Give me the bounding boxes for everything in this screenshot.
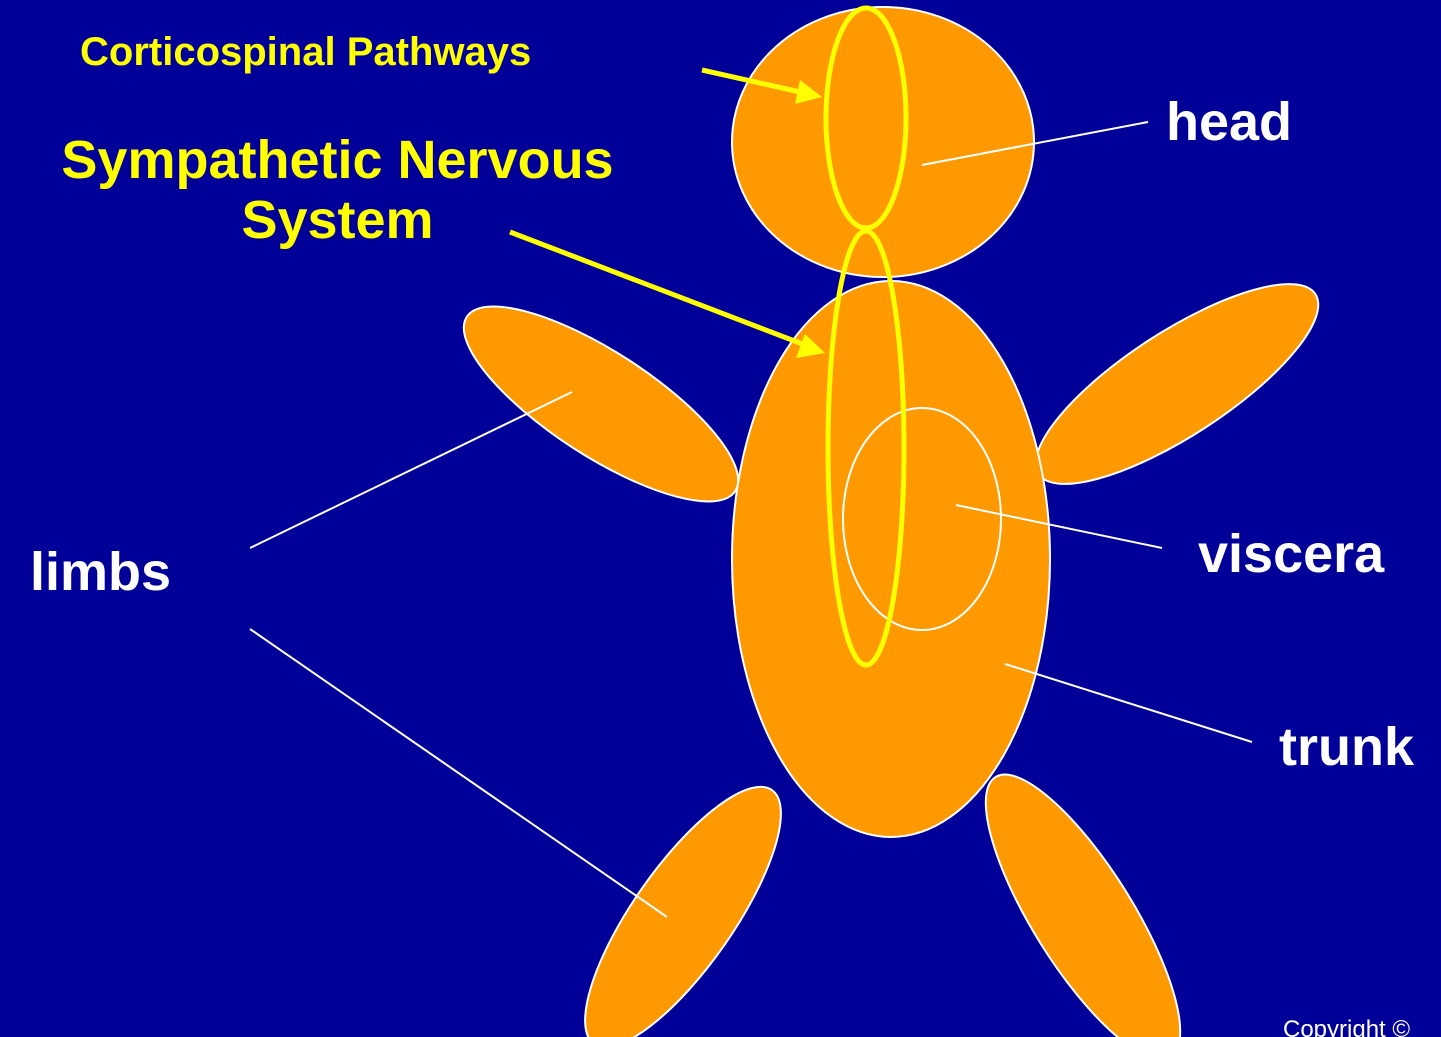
copyright-notice: Copyright © (1283, 1018, 1410, 1037)
viscera-label: viscera (1198, 527, 1384, 581)
trunk-label: trunk (1279, 720, 1414, 774)
limbs-upper-leader-line (250, 392, 572, 548)
head-shape (732, 7, 1034, 277)
right-leg-shape (953, 751, 1213, 1037)
right-arm-shape (1010, 251, 1343, 518)
head-label: head (1166, 95, 1292, 149)
sympathetic-nervous-system-label: Sympathetic Nervous System (0, 130, 675, 251)
left-leg-shape (553, 761, 813, 1037)
corticospinal-pathways-label: Corticospinal Pathways (80, 32, 531, 72)
trunk-shape (732, 281, 1050, 837)
trunk-leader-line (1005, 664, 1252, 742)
limbs-label: limbs (30, 545, 171, 599)
limbs-lower-leader-line (250, 629, 667, 917)
